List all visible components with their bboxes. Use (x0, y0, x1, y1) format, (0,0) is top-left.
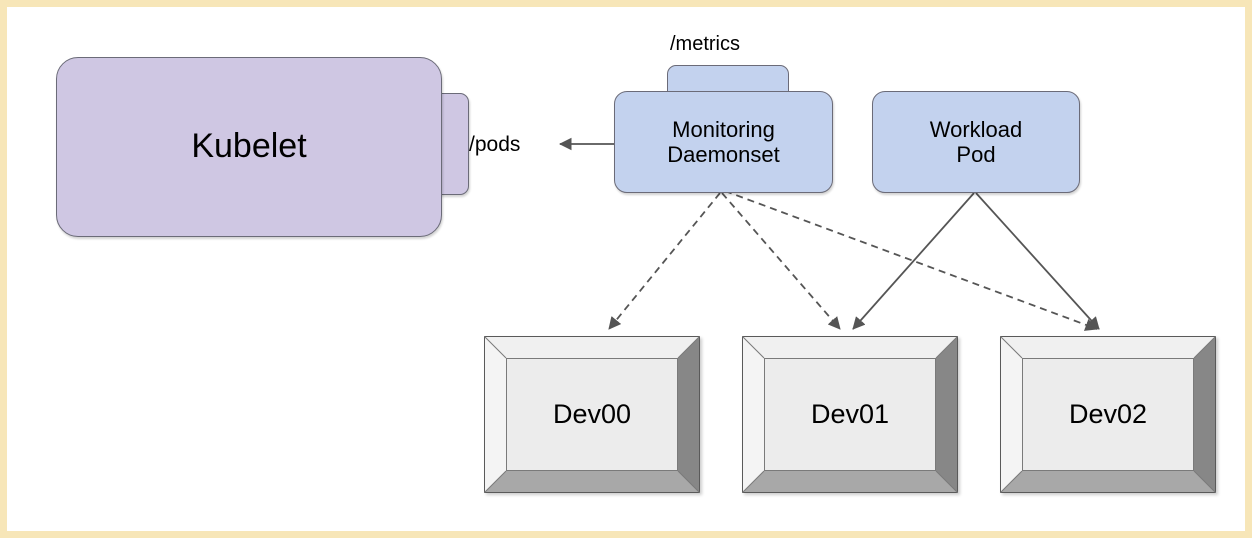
monitoring-daemonset-label-line1: Monitoring (672, 116, 775, 142)
metrics-port-label: /metrics (670, 33, 740, 55)
node-monitoring-daemonset[interactable]: Monitoring Daemonset (614, 91, 833, 193)
workload-pod-label-line1: Workload (929, 116, 1023, 142)
dev02-face: Dev02 (1022, 358, 1194, 471)
dev01-face: Dev01 (764, 358, 936, 471)
kubelet-label: Kubelet (191, 127, 307, 166)
node-workload-pod[interactable]: Workload Pod (872, 91, 1080, 193)
node-device-dev00[interactable]: Dev00 (484, 336, 700, 493)
node-device-dev01[interactable]: Dev01 (742, 336, 958, 493)
edge-workload-to-dev02 (975, 192, 1100, 330)
node-kubelet[interactable]: Kubelet (56, 57, 442, 237)
edge-workload-to-dev01 (852, 192, 975, 330)
workload-pod-label-line2: Pod (956, 142, 996, 167)
device-label: Dev00 (552, 399, 632, 429)
diagram-canvas: Kubelet /pods /metrics Monitoring Daemon… (7, 7, 1245, 531)
pods-port-label: /pods (469, 133, 521, 156)
edge-monitoring-to-dev02 (724, 190, 1098, 331)
device-label: Dev02 (1068, 399, 1148, 429)
edge-monitoring-to-dev00 (608, 192, 721, 330)
monitoring-daemonset-label-line2: Daemonset (667, 142, 780, 167)
node-device-dev02[interactable]: Dev02 (1000, 336, 1216, 493)
edge-monitoring-to-dev01 (721, 192, 841, 330)
device-label: Dev01 (810, 399, 890, 429)
dev00-face: Dev00 (506, 358, 678, 471)
